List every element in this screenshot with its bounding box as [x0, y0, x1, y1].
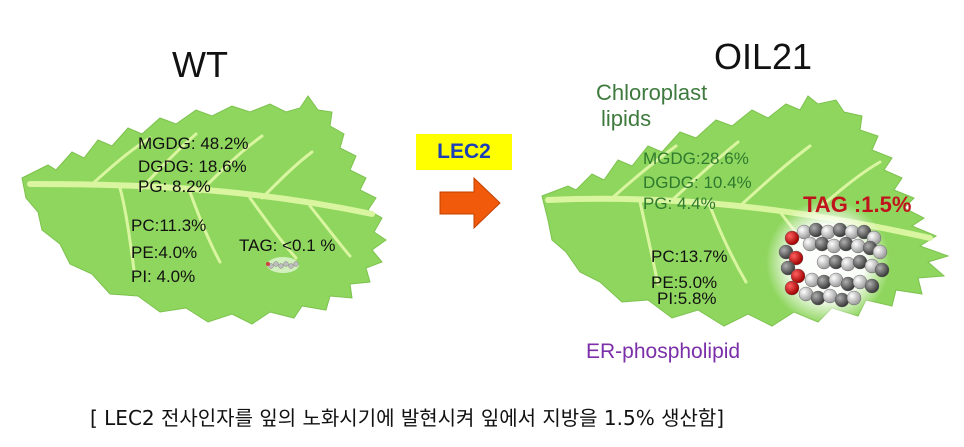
lec2-label-box: LEC2 [416, 134, 512, 170]
oil21-mgdg-label: MGDG:28.6% [643, 149, 749, 168]
wt-pg-label: PG: 8.2% [138, 177, 211, 196]
oil21-pc-label: PC:13.7% [651, 247, 728, 266]
wt-title: WT [172, 44, 228, 85]
oil21-pi-label: PI:5.8% [657, 289, 717, 308]
wt-tag-label: TAG: <0.1 % [239, 236, 336, 255]
chloroplast-label-line1: Chloroplast [596, 80, 708, 105]
tag-molecule-icon [766, 200, 890, 324]
oil21-dgdg-label: DGDG: 10.4% [643, 173, 752, 192]
wt-pe-label: PE:4.0% [131, 243, 198, 262]
oil21-title: OIL21 [714, 36, 813, 77]
wt-dgdg-label: DGDG: 18.6% [138, 157, 247, 176]
wt-pc-label: PC:11.3% [131, 216, 207, 235]
arrow-icon [439, 176, 501, 230]
chloroplast-label-line2: lipids [601, 106, 652, 131]
oil21-pe-label: PE:5.0% [651, 273, 718, 292]
oil21-leaf [541, 95, 950, 327]
wt-pi-label: PI: 4.0% [131, 267, 196, 286]
wt-leaf [21, 95, 387, 325]
wt-tag-droplet [266, 257, 299, 273]
er-phospholipid-label: ER-phospholipid [586, 340, 741, 363]
wt-mgdg-label: MGDG: 48.2% [138, 134, 249, 153]
caption: [ LEC2 전사인자를 잎의 노화시기에 발현시켜 잎에서 지방을 1.5% … [90, 406, 725, 430]
oil21-tag-label: TAG :1.5% [803, 192, 912, 217]
oil21-pg-label: PG: 4.4% [643, 194, 716, 213]
